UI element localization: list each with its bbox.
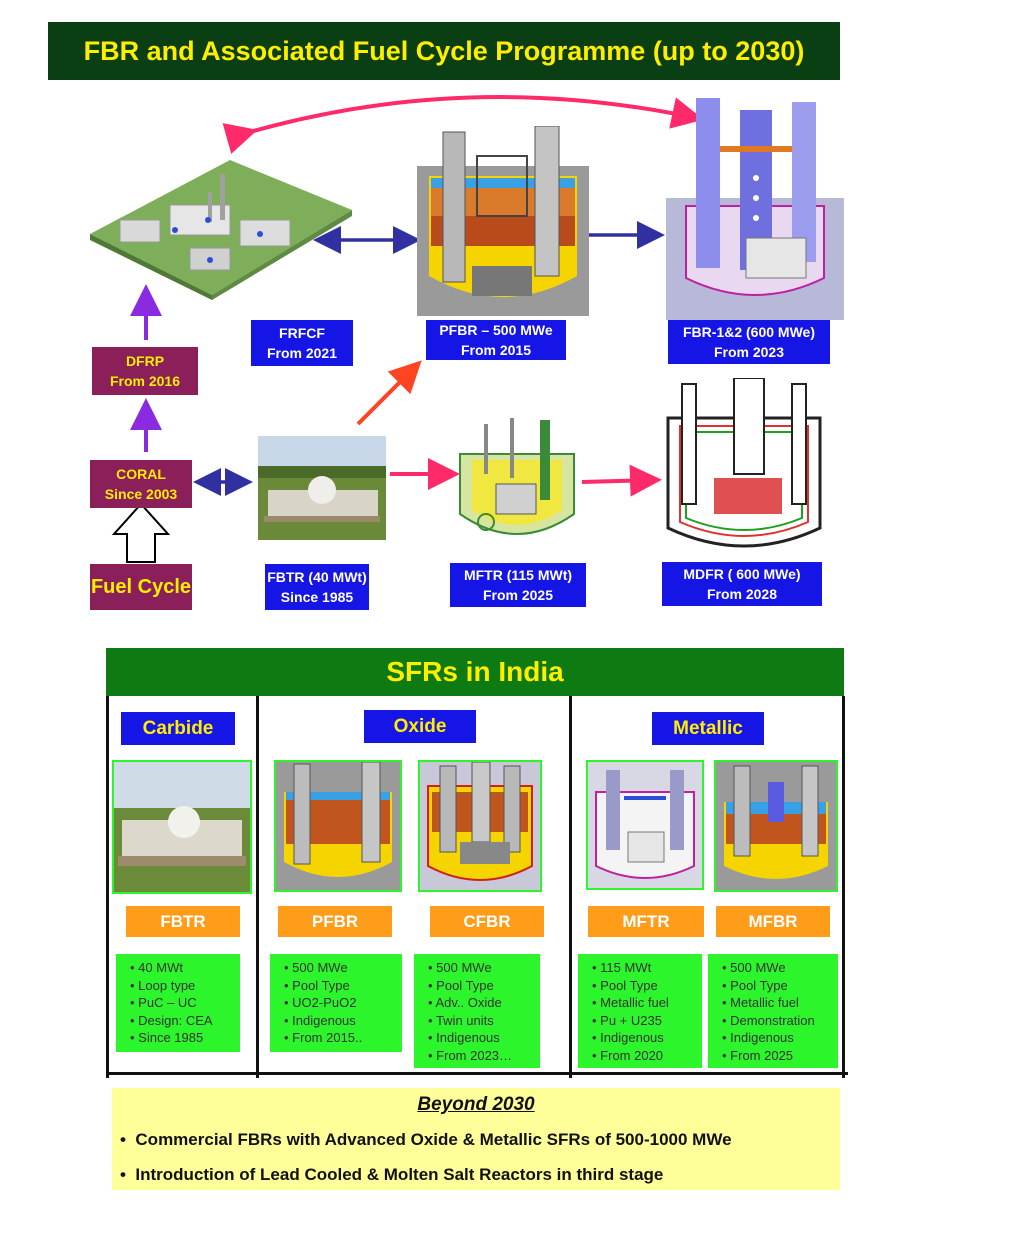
feature-item: Twin units [428,1012,534,1030]
beyond-item: • Commercial FBRs with Advanced Oxide & … [120,1130,732,1149]
mdfr-label: MDFR ( 600 MWe) From 2028 [662,562,822,606]
mdfr-date: From 2028 [706,586,778,602]
pfbr-sfr-image [274,760,402,892]
fbtr-photo-image [258,436,386,540]
reactor-name-mfbr: MFBR [716,906,830,937]
coral-label: CORAL Since 2003 [90,460,192,508]
fbtr-date: Since 1985 [280,589,354,605]
pfbr-name: PFBR – 500 MWe [439,322,553,338]
column-divider-1 [256,696,259,1078]
feature-item: Adv.. Oxide [428,994,534,1012]
table-border-right [842,696,845,1078]
frfcf-label: FRFCF From 2021 [251,320,353,366]
frfcf-date: From 2021 [266,345,338,361]
frfcf-name: FRFCF [279,325,325,341]
features-fbtr: 40 MWt Loop type PuC – UC Design: CEA Si… [116,954,240,1052]
feature-item: 500 MWe [428,959,534,977]
feature-item: Metallic fuel [722,994,832,1012]
feature-item: Indigenous [592,1029,696,1047]
feature-item: Pool Type [428,977,534,995]
mftr-name: MFTR (115 MWt) [463,567,573,583]
feature-item: Indigenous [284,1012,396,1030]
mftr-mdfr-arrow [581,464,662,497]
feature-item: From 2015.. [284,1029,396,1047]
curved-recycle-arrow [222,95,704,154]
feature-item: From 2023… [428,1047,534,1065]
coral-date: Since 2003 [104,486,178,502]
beyond-item: • Introduction of Lead Cooled & Molten S… [120,1165,664,1184]
feature-item: Pool Type [592,977,696,995]
dfrp-name: DFRP [125,353,165,369]
sfr-table-frame [106,696,848,1078]
feature-item: Pool Type [284,977,396,995]
fbr12-name: FBR-1&2 (600 MWe) [683,324,815,340]
feature-item: 500 MWe [284,959,396,977]
feature-item: Pool Type [722,977,832,995]
mftr-sfr-image [586,760,704,890]
dfrp-label: DFRP From 2016 [92,347,198,395]
mfbr-sfr-image [714,760,838,892]
beyond-title: Beyond 2030 [417,1094,535,1115]
reactor-name-pfbr: PFBR [278,906,392,937]
fbtr-label: FBTR (40 MWt) Since 1985 [265,564,369,610]
fbtr-pfbr-arrow [356,360,422,426]
feature-item: Metallic fuel [592,994,696,1012]
dfrp-date: From 2016 [109,373,181,389]
reactor-name-mftr: MFTR [588,906,704,937]
page-title: FBR and Associated Fuel Cycle Programme … [48,22,840,80]
beyond-2030-box: Beyond 2030 • Commercial FBRs with Advan… [112,1088,840,1190]
reactor-name-cfbr: CFBR [430,906,544,937]
pfbr-reactor-image [417,126,589,316]
fbr12-reactor-image [666,98,844,320]
feature-item: Indigenous [722,1029,832,1047]
features-cfbr: 500 MWe Pool Type Adv.. Oxide Twin units… [414,954,540,1068]
feature-item: 115 MWt [592,959,696,977]
features-mfbr: 500 MWe Pool Type Metallic fuel Demonstr… [708,954,838,1068]
fbtr-name: FBTR (40 MWt) [267,569,367,585]
fuel-cycle-label: Fuel Cycle [90,564,192,610]
feature-item: From 2025 [722,1047,832,1065]
table-border-bottom [106,1072,848,1075]
beyond-item-text: Commercial FBRs with Advanced Oxide & Me… [135,1130,732,1149]
feature-item: Indigenous [428,1029,534,1047]
feature-item: Loop type [130,977,234,995]
mftr-label: MFTR (115 MWt) From 2025 [450,563,586,607]
flow-arrows [111,95,704,563]
feature-item: Design: CEA [130,1012,234,1030]
mftr-date: From 2025 [482,587,554,603]
frfcf-plant-image [90,160,352,300]
fbtr-sfr-image [112,760,252,894]
pfbr-date: From 2015 [460,342,532,358]
category-oxide: Oxide [364,710,476,743]
feature-item: Demonstration [722,1012,832,1030]
mdfr-name: MDFR ( 600 MWe) [683,566,801,582]
fbr12-date: From 2023 [713,344,785,360]
feature-item: PuC – UC [130,994,234,1012]
category-carbide: Carbide [121,712,235,745]
pfbr-label: PFBR – 500 MWe From 2015 [426,320,566,360]
feature-item: 500 MWe [722,959,832,977]
coral-name: CORAL [116,466,166,482]
column-divider-2 [569,696,572,1078]
reactor-name-fbtr: FBTR [126,906,240,937]
fuel-cycle-up-arrow-icon [111,502,171,563]
mdfr-reactor-image [666,378,822,548]
fbr12-label: FBR-1&2 (600 MWe) From 2023 [668,320,830,364]
feature-item: 40 MWt [130,959,234,977]
beyond-item-text: Introduction of Lead Cooled & Molten Sal… [135,1165,664,1184]
table-border-left [106,696,109,1078]
category-metallic: Metallic [652,712,764,745]
feature-item: From 2020 [592,1047,696,1065]
feature-item: Since 1985 [130,1029,234,1047]
features-pfbr: 500 MWe Pool Type UO2-PuO2 Indigenous Fr… [270,954,402,1052]
feature-item: UO2-PuO2 [284,994,396,1012]
feature-item: Pu + U235 [592,1012,696,1030]
mftr-reactor-image [459,418,575,535]
features-mftr: 115 MWt Pool Type Metallic fuel Pu + U23… [578,954,702,1068]
cfbr-sfr-image [418,760,542,892]
sfr-section-title: SFRs in India [106,648,844,696]
